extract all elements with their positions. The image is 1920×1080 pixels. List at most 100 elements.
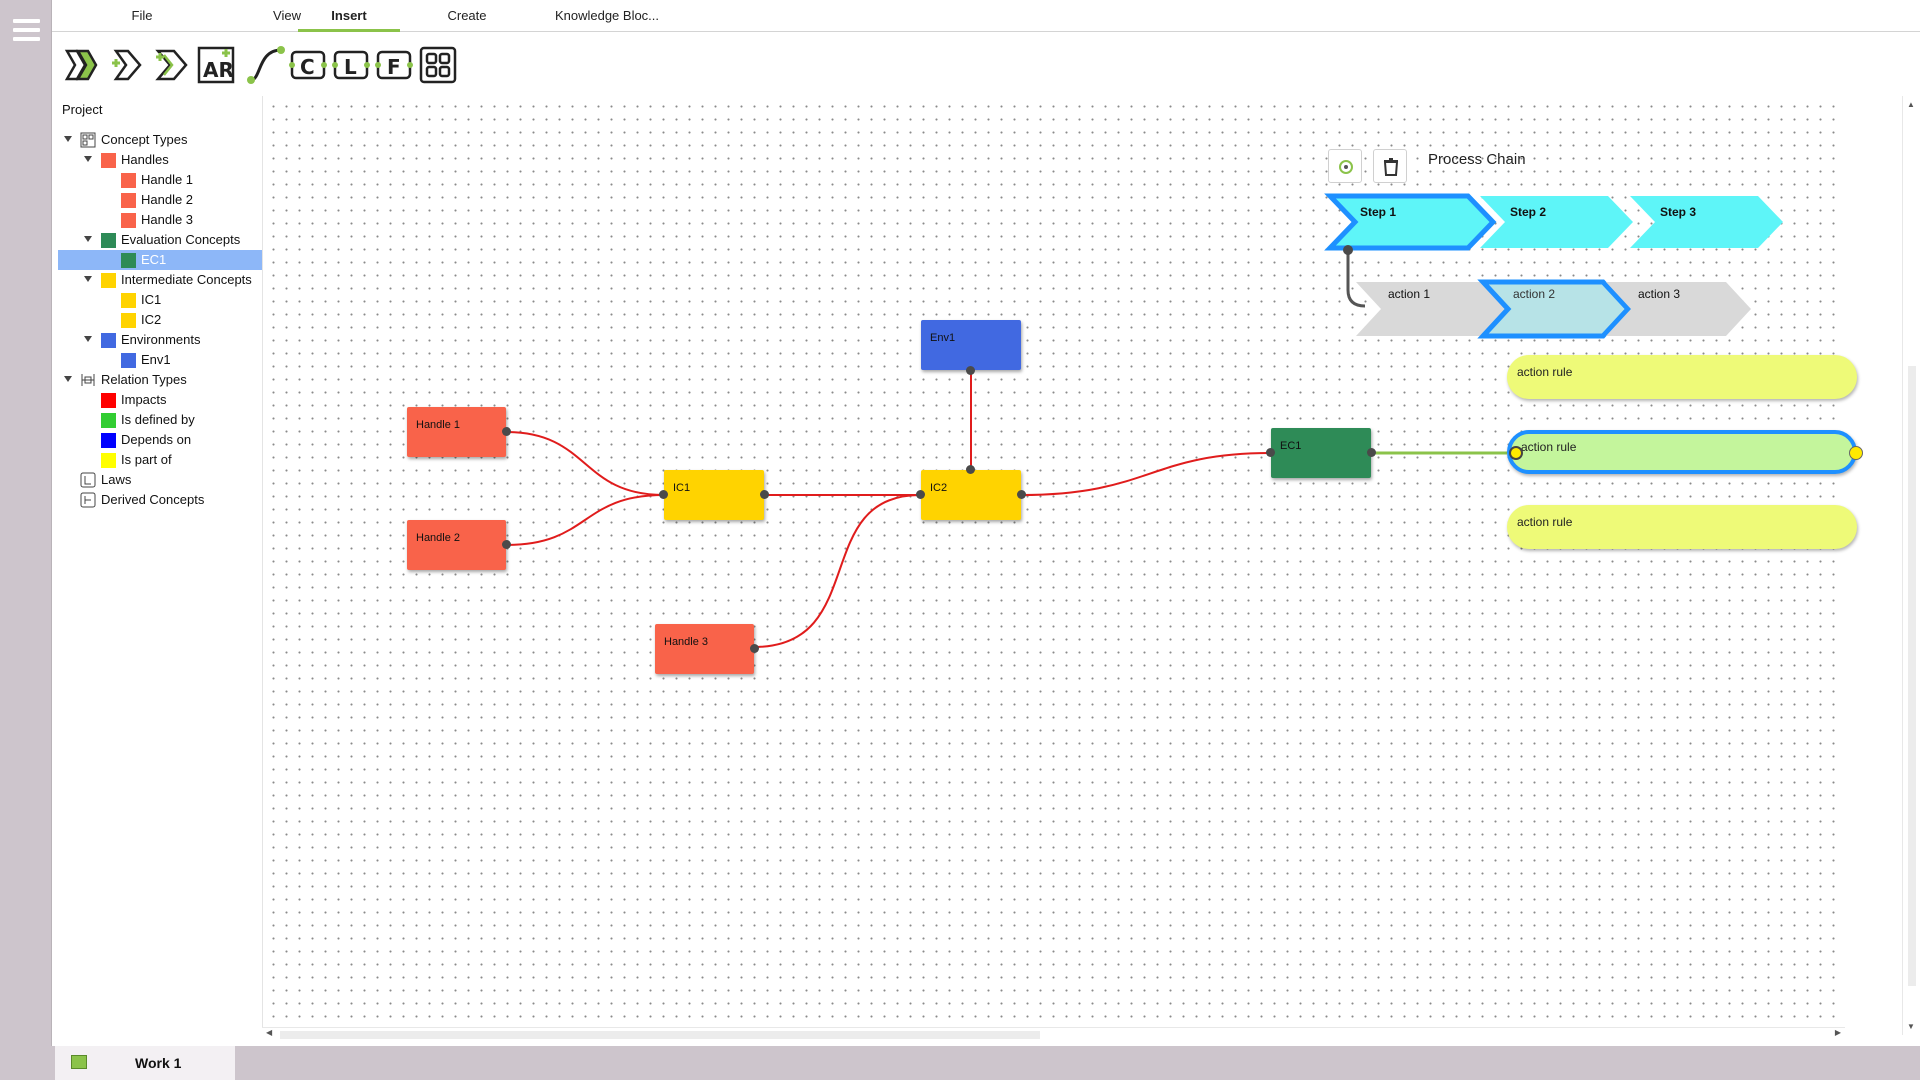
process-chain-settings-button[interactable] xyxy=(1328,149,1362,183)
step-1-shape[interactable] xyxy=(1324,193,1497,251)
tree-derived-concepts[interactable]: Derived Concepts xyxy=(58,490,302,510)
tree-ec1[interactable]: EC1 xyxy=(58,250,302,270)
expand-arrow-icon[interactable] xyxy=(84,236,92,242)
action-rule-3[interactable]: action rule xyxy=(1507,505,1857,549)
evaluation-color-swatch xyxy=(121,253,136,268)
action-2-shape[interactable] xyxy=(1477,279,1632,339)
connector-step1-action1[interactable] xyxy=(1346,250,1366,308)
node-port[interactable] xyxy=(750,644,759,653)
step-1-label: Step 1 xyxy=(1360,205,1397,219)
action-rule-icon[interactable]: AR xyxy=(196,45,236,85)
node-handle-3[interactable]: Handle 3 xyxy=(655,624,759,674)
handle-color-swatch xyxy=(121,213,136,228)
connector-icon[interactable] xyxy=(246,45,286,85)
node-port[interactable] xyxy=(1266,448,1275,457)
vertical-scroll-thumb[interactable] xyxy=(1908,366,1916,986)
concept-c-icon[interactable]: C xyxy=(288,45,328,85)
svg-text:L: L xyxy=(344,55,357,79)
expand-arrow-icon[interactable] xyxy=(84,276,92,282)
tree-ic1[interactable]: IC1 xyxy=(58,290,302,310)
action-rule-port[interactable] xyxy=(1849,446,1863,460)
node-port[interactable] xyxy=(659,490,668,499)
menu-create[interactable]: Create xyxy=(447,8,487,23)
horizontal-scrollbar[interactable]: ◀ ▶ xyxy=(262,1027,1845,1041)
node-ec1[interactable]: EC1 xyxy=(1266,428,1376,478)
process-chain-delete-button[interactable] xyxy=(1373,149,1407,183)
action-rule-port[interactable] xyxy=(1509,446,1523,460)
step-port[interactable] xyxy=(1343,245,1353,255)
node-port[interactable] xyxy=(760,490,769,499)
tree-handles[interactable]: Handles xyxy=(58,150,302,170)
expand-arrow-icon[interactable] xyxy=(64,136,72,142)
trash-icon xyxy=(1383,158,1399,176)
tree-handle-2[interactable]: Handle 2 xyxy=(58,190,302,210)
node-port[interactable] xyxy=(966,465,975,474)
tree-is-defined-by[interactable]: Is defined by xyxy=(58,410,302,430)
menu-view[interactable]: View xyxy=(273,8,301,23)
process-chain-icon[interactable] xyxy=(64,45,104,85)
tree-label: IC1 xyxy=(141,292,162,307)
work-tab[interactable]: Work 1 xyxy=(55,1046,235,1080)
expand-arrow-icon[interactable] xyxy=(84,336,92,342)
menu-knowledge-blocks[interactable]: Knowledge Bloc... xyxy=(554,8,660,23)
vertical-scrollbar[interactable]: ▲ ▼ xyxy=(1902,96,1920,1035)
node-label: Handle 1 xyxy=(416,419,461,431)
action-1-shape[interactable] xyxy=(1356,282,1509,336)
tree-relation-types[interactable]: Relation Types xyxy=(58,370,302,390)
defined-by-color-swatch xyxy=(101,413,116,428)
tree-evaluation-concepts[interactable]: Evaluation Concepts xyxy=(58,230,302,250)
tree-impacts[interactable]: Impacts xyxy=(58,390,302,410)
depends-on-color-swatch xyxy=(101,433,116,448)
law-l-icon[interactable]: L xyxy=(331,45,371,85)
action-rule-2[interactable]: action rule xyxy=(1507,430,1863,474)
evaluation-color-swatch xyxy=(101,233,116,248)
tree-handle-3[interactable]: Handle 3 xyxy=(58,210,302,230)
node-port[interactable] xyxy=(1017,490,1026,499)
node-handle-2[interactable]: Handle 2 xyxy=(407,520,511,570)
connector-handle3-ic2[interactable] xyxy=(753,494,921,648)
tree-depends-on[interactable]: Depends on xyxy=(58,430,302,450)
menu-file[interactable]: File xyxy=(131,8,153,23)
connector-handle2-ic1[interactable] xyxy=(505,494,665,546)
node-label: IC1 xyxy=(673,482,691,494)
diagram-canvas[interactable] xyxy=(262,96,1845,1035)
node-label: Handle 2 xyxy=(416,532,461,544)
node-port[interactable] xyxy=(916,490,925,499)
hamburger-menu-icon[interactable] xyxy=(13,19,40,41)
action-3-shape[interactable] xyxy=(1606,282,1751,336)
horizontal-scroll-thumb[interactable] xyxy=(280,1031,1040,1039)
node-env1[interactable]: Env1 xyxy=(921,320,1021,375)
action-rule-1[interactable]: action rule xyxy=(1507,355,1857,399)
tree-is-part-of[interactable]: Is part of xyxy=(58,450,302,470)
menu-insert[interactable]: Insert xyxy=(298,0,400,32)
add-step-icon[interactable] xyxy=(152,45,192,85)
expand-arrow-icon[interactable] xyxy=(84,156,92,162)
node-handle-1[interactable]: Handle 1 xyxy=(407,407,511,457)
tree-env1[interactable]: Env1 xyxy=(58,350,302,370)
environment-color-swatch xyxy=(121,353,136,368)
relation-types-icon xyxy=(81,374,95,386)
tree-handle-1[interactable]: Handle 1 xyxy=(58,170,302,190)
expand-arrow-icon[interactable] xyxy=(64,376,72,382)
node-port[interactable] xyxy=(1367,448,1376,457)
grid-icon[interactable] xyxy=(418,45,458,85)
node-label: Env1 xyxy=(930,332,956,344)
action-1-label: action 1 xyxy=(1388,287,1431,301)
tree-concept-types[interactable]: Concept Types xyxy=(58,130,302,150)
node-ic2[interactable]: IC2 xyxy=(916,465,1026,520)
node-port[interactable] xyxy=(966,366,975,375)
tree-label: Is part of xyxy=(121,452,172,467)
tree-ic2[interactable]: IC2 xyxy=(58,310,302,330)
step-3-shape[interactable] xyxy=(1630,196,1783,248)
function-f-icon[interactable]: F xyxy=(374,45,414,85)
tree-laws[interactable]: Laws xyxy=(58,470,302,490)
tree-environments[interactable]: Environments xyxy=(58,330,302,350)
step-icon[interactable] xyxy=(108,45,148,85)
step-2-shape[interactable] xyxy=(1480,196,1633,248)
node-port[interactable] xyxy=(502,427,511,436)
connector-ic2-ec1[interactable] xyxy=(1020,452,1271,496)
connector-handle1-ic1[interactable] xyxy=(505,431,665,496)
node-port[interactable] xyxy=(502,540,511,549)
tree-intermediate-concepts[interactable]: Intermediate Concepts xyxy=(58,270,302,290)
node-ic1[interactable]: IC1 xyxy=(659,470,769,520)
